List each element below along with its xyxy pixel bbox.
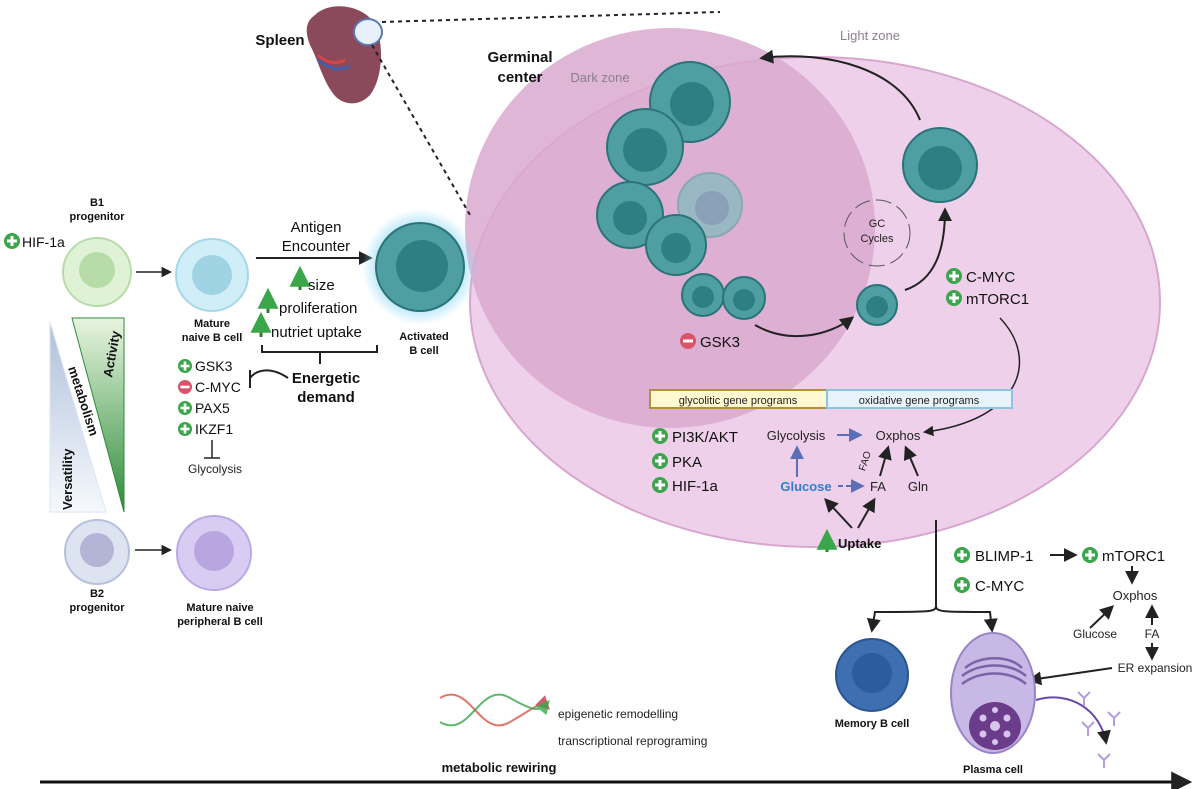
spleen-icon xyxy=(306,6,383,104)
gc-glucose: Glucose xyxy=(780,479,831,494)
mature-peripheral-nucleus xyxy=(194,531,234,571)
b1-label-1: B1 xyxy=(90,197,104,209)
factor-gsk3-dz: GSK3 xyxy=(700,334,740,351)
activated-label-1: Activated xyxy=(399,331,449,343)
size-label: size xyxy=(308,277,335,294)
metabolic-rewiring-label: metabolic rewiring xyxy=(442,760,557,775)
b2-progenitor-nucleus xyxy=(80,533,114,567)
factor-ikzf1: IKZF1 xyxy=(195,421,233,437)
arrow-uptake-fa xyxy=(857,497,876,529)
spleen-label: Spleen xyxy=(255,32,304,49)
glycolysis-left: Glycolysis xyxy=(188,462,242,476)
factor-hif1a-gc: HIF-1a xyxy=(672,478,719,495)
factor-mtorc1-pc: mTORC1 xyxy=(1102,548,1165,565)
factor-blimp1: BLIMP-1 xyxy=(975,548,1033,565)
antigen-label-2: Encounter xyxy=(282,238,350,255)
arrow-dz-to-lz xyxy=(754,316,855,338)
arrow-to-lz-cell xyxy=(904,207,952,291)
gc-glycolysis: Glycolysis xyxy=(767,428,826,443)
memory-b-nucleus xyxy=(852,653,892,693)
b2-label-1: B2 xyxy=(90,588,104,600)
mature-peripheral-label-2: peripheral B cell xyxy=(177,616,263,628)
gc-gln: Gln xyxy=(908,479,928,494)
arrow-uptake-glucose xyxy=(824,497,853,529)
activity-triangle xyxy=(71,317,125,513)
arrow-to-memory xyxy=(866,605,937,633)
energetic-label-1: Energetic xyxy=(292,370,360,387)
oxidative-box xyxy=(826,389,1013,409)
arrow-to-plasma xyxy=(935,605,998,633)
energetic-label-2: demand xyxy=(297,389,355,406)
factor-pi3k: PI3K/AKT xyxy=(672,429,738,446)
arrow-to-oxphos xyxy=(922,317,1021,437)
arrow-glucose-oxphos xyxy=(1089,605,1115,629)
mature-peripheral-label-1: Mature naive xyxy=(186,602,253,614)
gc-oxphos: Oxphos xyxy=(876,428,921,443)
factor-pka: PKA xyxy=(672,454,702,471)
factor-pax5: PAX5 xyxy=(195,400,230,416)
transcriptional-label: transcriptional reprograming xyxy=(558,734,707,748)
activated-nucleus xyxy=(396,240,448,292)
arrow-er-plasma xyxy=(1027,667,1113,686)
versatility-triangle xyxy=(49,321,107,513)
gc-uptake: Uptake xyxy=(838,536,881,551)
glycolitic-label: glycolitic gene programs xyxy=(679,395,798,407)
bracket xyxy=(261,345,378,353)
light-zone-label: Light zone xyxy=(840,28,900,43)
arrow-lz-to-dz xyxy=(759,49,921,121)
epigenetic-label: epigenetic remodelling xyxy=(558,707,678,721)
mature-naive-nucleus xyxy=(192,255,232,295)
factor-hif1a-b1: HIF-1a xyxy=(22,234,65,250)
b1-label-2: progenitor xyxy=(70,211,126,223)
gc-cycles-ring xyxy=(843,199,911,267)
pc-fa: FA xyxy=(1145,627,1160,641)
proliferation-label: proliferation xyxy=(279,300,357,317)
b2-label-2: progenitor xyxy=(70,602,126,614)
antibody-icon xyxy=(1077,691,1121,768)
zoom-line-top xyxy=(381,11,721,23)
factor-cmyc-naive: C-MYC xyxy=(195,379,241,395)
pc-glucose: Glucose xyxy=(1073,627,1117,641)
factor-cmyc-lz: C-MYC xyxy=(966,269,1015,286)
germinal-center-label-2: center xyxy=(497,69,542,86)
mature-naive-label-1: Mature xyxy=(194,318,230,330)
gc-fa: FA xyxy=(870,479,886,494)
inhibition-arc xyxy=(249,369,289,379)
oxidative-label: oxidative gene programs xyxy=(859,395,980,407)
plasma-cell-label: Plasma cell xyxy=(963,764,1023,776)
er-expansion: ER expansion xyxy=(1118,661,1193,675)
b1-progenitor-nucleus xyxy=(79,252,115,288)
epigenetic-wave xyxy=(439,693,550,727)
lz-cell-nucleus xyxy=(918,146,962,190)
gc-cycles-label-2: Cycles xyxy=(860,233,894,245)
gc-cycles-label-1: GC xyxy=(869,218,886,230)
zoom-line-bottom xyxy=(371,44,471,216)
factor-cmyc-pc: C-MYC xyxy=(975,578,1024,595)
plasma-cell xyxy=(950,632,1036,754)
memory-b-label: Memory B cell xyxy=(835,718,910,730)
germinal-center-label-1: Germinal xyxy=(487,49,552,66)
nutrient-uptake-label: nutriet uptake xyxy=(271,324,362,341)
mature-naive-label-2: naive B cell xyxy=(182,332,243,344)
arrow-gln-oxphos xyxy=(903,445,919,477)
transcriptional-wave xyxy=(439,693,550,727)
gc-small-cell-nucleus xyxy=(866,296,888,318)
activated-label-2: B cell xyxy=(409,345,438,357)
antibody-secretion-arrow xyxy=(1035,696,1111,745)
antigen-label-1: Antigen xyxy=(291,219,342,236)
factor-gsk3-naive: GSK3 xyxy=(195,358,233,374)
arrow-fa-oxphos xyxy=(878,445,892,477)
versatility-label: Versatility xyxy=(60,448,75,510)
factor-mtorc1-lz: mTORC1 xyxy=(966,291,1029,308)
dark-zone-cells xyxy=(596,61,766,320)
pc-oxphos: Oxphos xyxy=(1113,588,1158,603)
dark-zone-label: Dark zone xyxy=(570,70,629,85)
